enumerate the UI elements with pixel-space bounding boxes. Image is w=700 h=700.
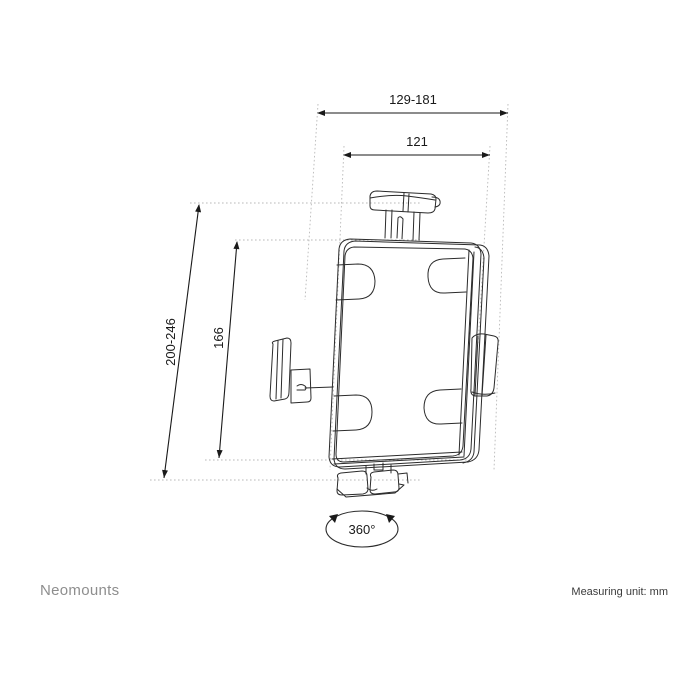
right-arm-base xyxy=(471,391,496,395)
top-bracket-knob xyxy=(431,196,441,208)
left-arm-hook xyxy=(296,384,307,391)
left-arm-edge xyxy=(280,338,284,399)
top-bracket-post-left-edge xyxy=(390,209,393,239)
tray-right-thickness-b xyxy=(463,251,475,457)
brand-logo-text: Neomounts xyxy=(40,582,120,599)
pivot-base-notch xyxy=(366,487,378,491)
dimension-line-height-range xyxy=(162,204,202,479)
grip-pad-bottom-right xyxy=(423,388,463,425)
tray-back-plate-edge xyxy=(462,246,485,464)
top-bracket-bar xyxy=(369,190,437,214)
tray-inner-rim xyxy=(335,246,474,463)
top-bracket-post-right-edge xyxy=(418,212,421,241)
vertical-dimensions-group: 200-246 166 xyxy=(162,204,240,479)
top-bracket-bar-highlight xyxy=(369,194,436,201)
top-bracket-post-right xyxy=(412,211,415,241)
tablet-tray xyxy=(328,238,490,470)
left-arm-fold xyxy=(275,340,279,400)
left-clamp-arm xyxy=(269,337,334,404)
rotation-arrow-right-icon xyxy=(386,514,395,523)
bottom-pivot-joint xyxy=(336,462,409,498)
left-arm-bracket xyxy=(290,368,312,404)
tray-bottom-lip xyxy=(331,451,463,460)
rotation-label: 360° xyxy=(349,522,376,537)
dimension-label-height-inner: 166 xyxy=(211,327,226,349)
grip-pad-bottom-left xyxy=(332,394,373,432)
pivot-center-tab xyxy=(373,462,384,471)
tray-back-plate xyxy=(333,240,490,470)
left-arm-body xyxy=(269,337,292,402)
extension-line-right-inner xyxy=(477,145,491,346)
tray-bottom-lip-edge xyxy=(333,456,465,465)
pivot-block-left xyxy=(336,470,369,496)
dimension-line-height-inner xyxy=(216,241,240,459)
rotation-indicator: 360° xyxy=(325,510,399,548)
dimension-label-width-inner: 121 xyxy=(406,134,428,149)
left-arm-rod xyxy=(304,386,334,389)
pivot-base-plate xyxy=(336,483,405,498)
dimension-label-height-range: 200-246 xyxy=(163,318,178,366)
grip-pads-group xyxy=(332,257,467,432)
rotation-arrow-left-icon xyxy=(329,514,338,523)
top-bracket-post-left xyxy=(384,209,387,239)
product-tablet-holder xyxy=(269,190,499,498)
measuring-unit-label: Measuring unit: mm xyxy=(571,586,668,598)
tray-right-thickness-a xyxy=(458,249,470,456)
pivot-right-extension xyxy=(397,472,409,484)
right-clamp-arm xyxy=(470,333,499,397)
top-bracket-divider-b xyxy=(407,193,410,213)
extension-line-left-outer xyxy=(304,103,319,301)
right-arm-body xyxy=(470,333,499,397)
top-clamp-bracket xyxy=(369,190,441,241)
dimension-label-width-range: 129-181 xyxy=(389,92,437,107)
top-bracket-slot-cap xyxy=(397,216,404,220)
pivot-block-right xyxy=(369,469,400,495)
top-bracket-slot xyxy=(396,217,404,240)
right-arm-edge xyxy=(481,334,487,397)
grip-pad-top-left xyxy=(335,263,376,301)
extension-line-right-outer xyxy=(493,103,509,471)
horizontal-dimensions-group: 129-181 121 xyxy=(317,92,508,158)
rotation-ellipse xyxy=(325,510,399,548)
tray-front-face xyxy=(328,238,482,468)
right-arm-fold xyxy=(474,335,479,396)
top-bracket-divider-a xyxy=(402,192,405,212)
grip-pad-top-right xyxy=(427,257,467,294)
